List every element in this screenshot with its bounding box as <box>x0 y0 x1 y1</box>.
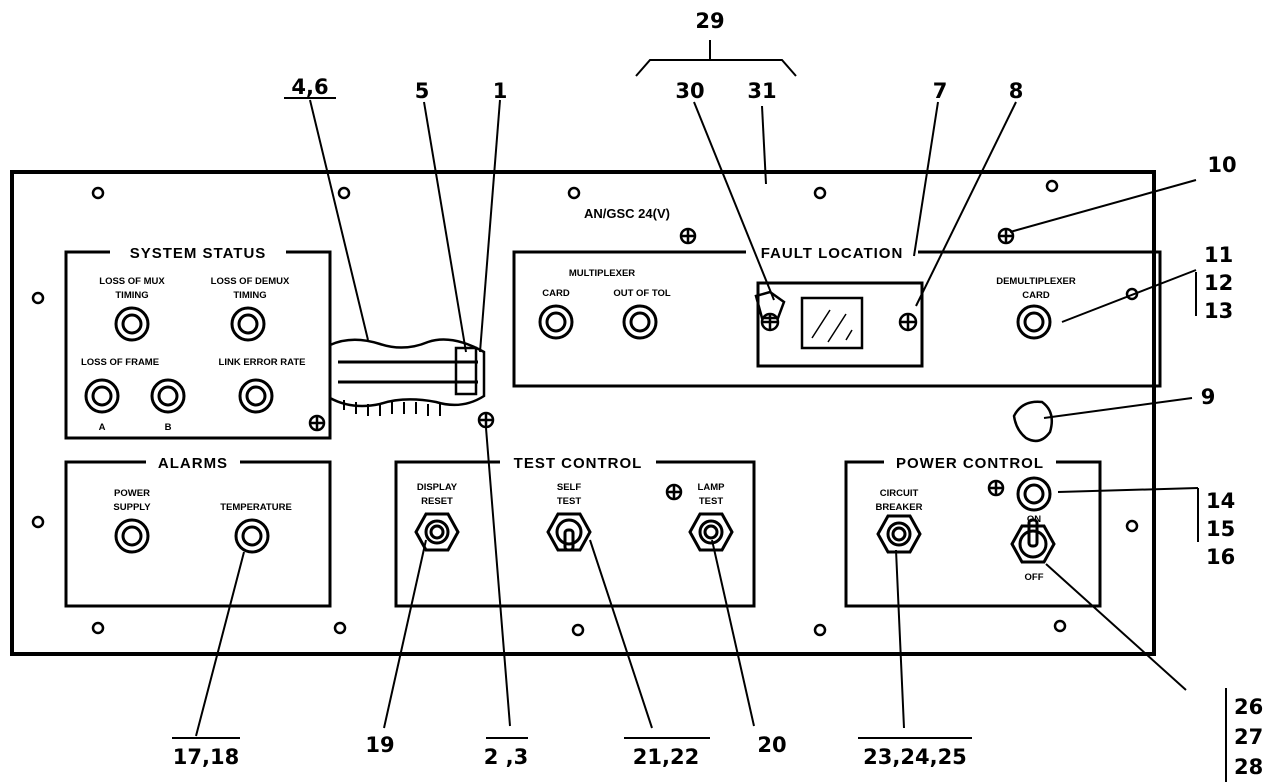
lamp-link-error-rate <box>238 378 274 414</box>
callout-29: 29 <box>695 9 724 33</box>
toggle-switches <box>546 512 1056 564</box>
callout-27: 27 <box>1234 725 1263 749</box>
power-control-title: POWER CONTROL <box>896 455 1044 472</box>
callout-26: 26 <box>1234 695 1263 719</box>
callout-15: 15 <box>1206 517 1235 541</box>
label-self-2: TEST <box>557 496 581 507</box>
callout-12: 12 <box>1204 271 1233 295</box>
panel-model: AN/GSC 24(V) <box>584 206 670 221</box>
cord-handle <box>1012 400 1053 443</box>
callout-5: 5 <box>415 79 430 103</box>
callout-31: 31 <box>747 79 776 103</box>
lamp-temperature <box>234 518 270 554</box>
indicator-lamps <box>84 304 1052 554</box>
front-panel <box>10 170 1156 656</box>
test-control-title: TEST CONTROL <box>514 455 643 472</box>
label-link-error-rate: LINK ERROR RATE <box>219 357 306 368</box>
lamp-power-supply <box>114 518 150 554</box>
lamp-loss-of-demux-timing <box>230 306 266 342</box>
lamp-loss-of-frame-a <box>84 378 120 414</box>
lamp-test-button <box>688 512 734 552</box>
leader-lines <box>172 40 1227 782</box>
system-status-title: SYSTEM STATUS <box>130 245 267 262</box>
self-test-toggle <box>546 512 592 552</box>
label-power-2: SUPPLY <box>113 502 151 513</box>
power-toggle <box>1010 518 1056 564</box>
callout-13: 13 <box>1204 299 1233 323</box>
label-loss-of-mux-1: LOSS OF MUX <box>99 276 165 287</box>
mounting-holes <box>31 179 1139 637</box>
alarms-title: ALARMS <box>158 455 228 472</box>
display-reset-button <box>414 512 460 552</box>
lamp-mux-card <box>538 304 574 340</box>
label-frame-a: A <box>99 422 106 433</box>
callout-7: 7 <box>933 79 948 103</box>
label-demux-1: DEMULTIPLEXER <box>996 276 1076 287</box>
label-lamp-1: LAMP <box>698 482 726 493</box>
callout-21-22: 21,22 <box>633 745 699 769</box>
alarms-box <box>64 460 332 608</box>
label-self-1: SELF <box>557 482 581 493</box>
label-lamp-2: TEST <box>699 496 723 507</box>
callout-23-24-25: 23,24,25 <box>863 745 967 769</box>
display-glare <box>811 309 853 343</box>
display-knob <box>754 290 786 320</box>
label-loss-of-mux-2: TIMING <box>115 290 148 301</box>
display-window-frame <box>756 281 924 368</box>
lamp-mux-out-of-tol <box>622 304 658 340</box>
label-loss-of-demux-2: TIMING <box>233 290 266 301</box>
label-temperature: TEMPERATURE <box>220 502 292 513</box>
label-display-2: RESET <box>421 496 453 507</box>
label-mux-card: CARD <box>542 288 570 299</box>
label-frame-b: B <box>165 422 172 433</box>
label-demux-2: CARD <box>1022 290 1050 301</box>
callout-10: 10 <box>1207 153 1236 177</box>
callout-11: 11 <box>1204 243 1233 267</box>
label-display-1: DISPLAY <box>417 482 458 493</box>
sub-panels <box>64 250 1162 608</box>
label-circuit-1: CIRCUIT <box>880 488 919 499</box>
cable-connector <box>328 338 486 416</box>
callout-19: 19 <box>365 733 394 757</box>
label-off: OFF <box>1025 572 1044 583</box>
power-control-box <box>844 460 1102 608</box>
panel-screws <box>308 227 1015 501</box>
label-circuit-2: BREAKER <box>876 502 923 513</box>
callout-4-6: 4,6 <box>291 75 328 99</box>
callout-16: 16 <box>1206 545 1235 569</box>
label-on: ON <box>1027 514 1041 525</box>
callout-9: 9 <box>1201 385 1216 409</box>
display-window <box>800 296 864 350</box>
callout-14: 14 <box>1206 489 1235 513</box>
circuit-breaker-button <box>876 514 922 554</box>
lamp-demux-card <box>1016 304 1052 340</box>
label-power-1: POWER <box>114 488 150 499</box>
fault-location-title: FAULT LOCATION <box>761 245 904 262</box>
lamp-loss-of-frame-b <box>150 378 186 414</box>
callout-30: 30 <box>675 79 704 103</box>
label-out-of-tol: OUT OF TOL <box>613 288 671 299</box>
callout-28: 28 <box>1234 755 1263 779</box>
push-buttons <box>414 512 922 554</box>
lamp-power-on <box>1016 476 1052 512</box>
callout-1: 1 <box>493 79 508 103</box>
callout-2-3: 2 ,3 <box>484 745 529 769</box>
label-loss-of-demux-1: LOSS OF DEMUX <box>211 276 290 287</box>
label-multiplexer: MULTIPLEXER <box>569 268 635 279</box>
callout-17-18: 17,18 <box>173 745 239 769</box>
callout-20: 20 <box>757 733 786 757</box>
callout-8: 8 <box>1009 79 1024 103</box>
lamp-loss-of-mux-timing <box>114 306 150 342</box>
label-loss-of-frame: LOSS OF FRAME <box>81 357 159 368</box>
